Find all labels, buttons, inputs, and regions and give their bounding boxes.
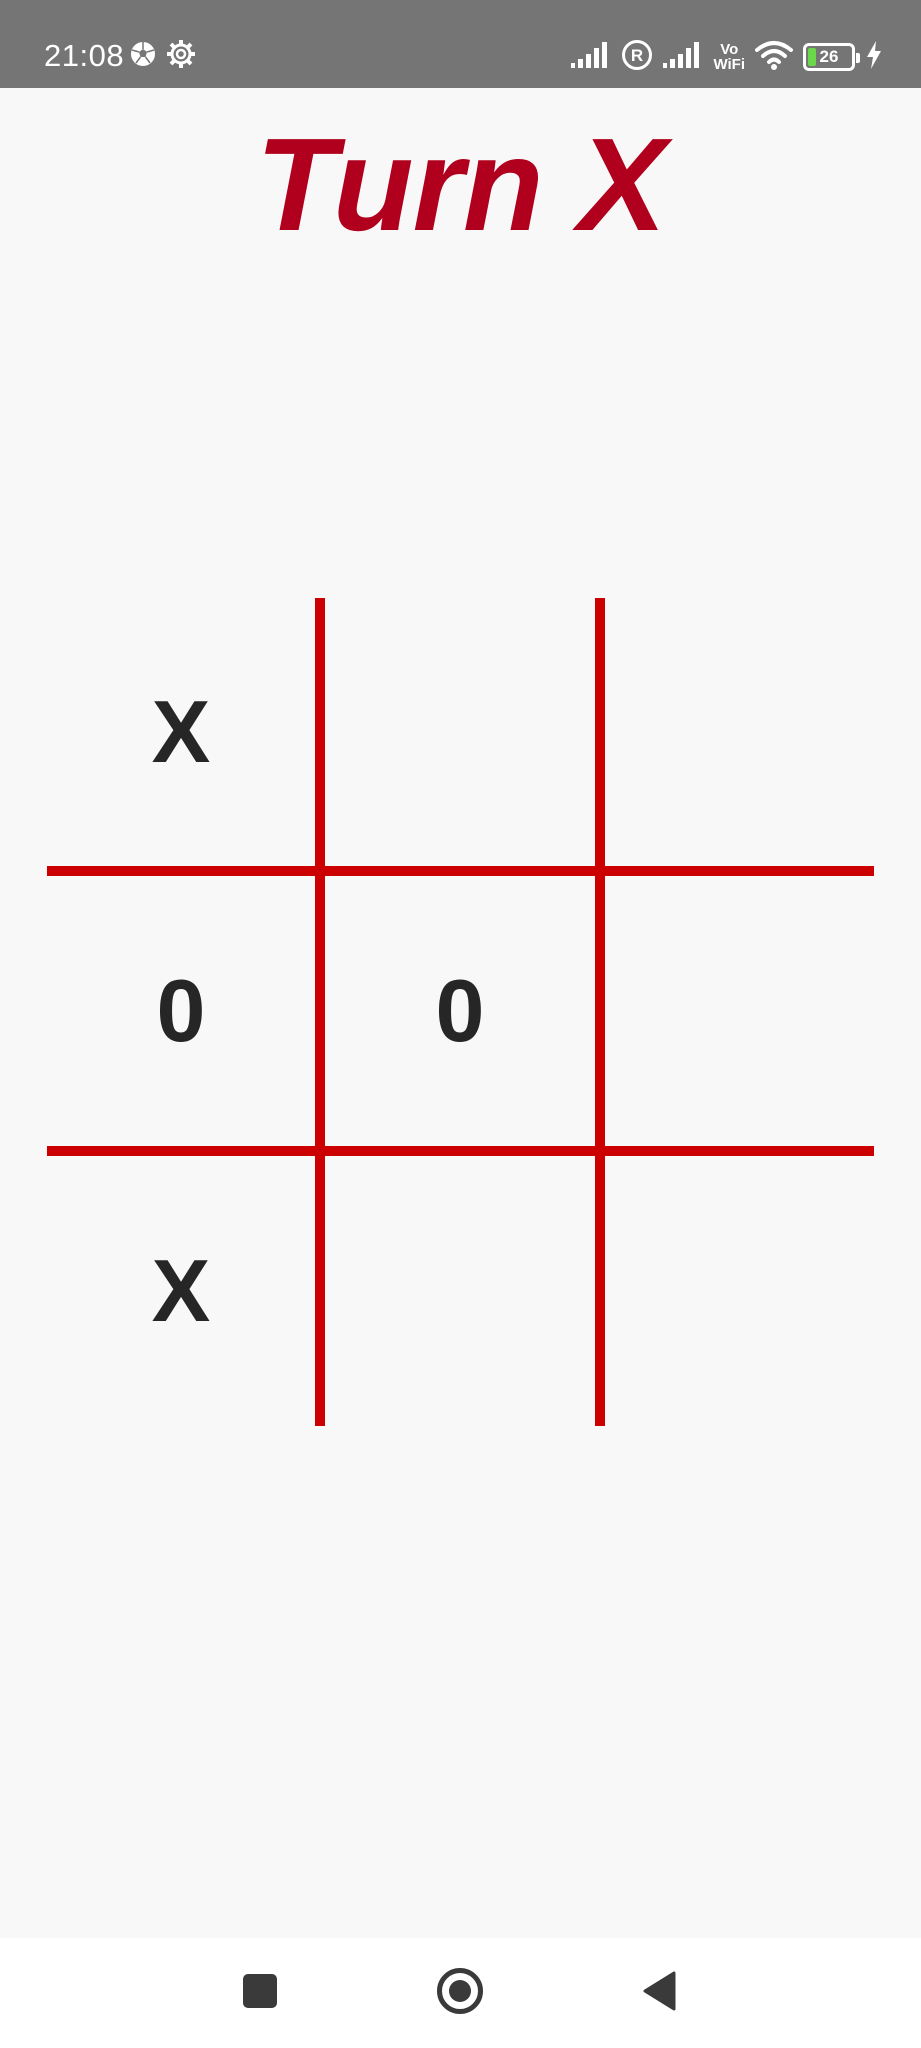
grid-line-horizontal bbox=[47, 1146, 874, 1156]
back-icon bbox=[642, 1971, 678, 2016]
board-cell-r2-c1[interactable]: 0 bbox=[156, 961, 206, 1060]
board-cell-r3-c1[interactable]: X bbox=[151, 1241, 211, 1340]
board-cell-r3-c3[interactable] bbox=[605, 1156, 874, 1426]
signal-icon bbox=[571, 41, 611, 73]
board-cell-r1-c1[interactable]: X bbox=[151, 682, 211, 781]
recent-apps-icon bbox=[242, 1973, 278, 2014]
football-icon bbox=[130, 41, 156, 72]
status-right-icons: R Vo WiFi bbox=[571, 36, 883, 78]
turn-title: Turn X bbox=[255, 111, 667, 258]
board-cell-r1-c3[interactable] bbox=[605, 598, 874, 866]
game-board: X 0 0 X bbox=[47, 598, 874, 1426]
grid-line-horizontal bbox=[47, 866, 874, 876]
status-bar: 21:08 bbox=[0, 0, 921, 88]
settings-gear-icon bbox=[166, 39, 196, 74]
home-button[interactable] bbox=[420, 1958, 500, 2028]
navigation-bar bbox=[0, 1938, 921, 2048]
vowifi-top-label: Vo bbox=[720, 41, 739, 58]
grid-line-vertical bbox=[595, 598, 605, 1426]
charging-icon bbox=[865, 40, 883, 74]
battery-level: 26 bbox=[819, 47, 839, 66]
battery-fill bbox=[808, 48, 816, 66]
svg-text:R: R bbox=[631, 46, 643, 65]
status-time: 21:08 bbox=[44, 38, 125, 73]
signal-icon bbox=[663, 41, 703, 73]
board-cell-r1-c2[interactable] bbox=[325, 598, 595, 866]
board-cell-r2-c3[interactable] bbox=[605, 876, 874, 1146]
board-cell-r2-c2[interactable]: 0 bbox=[435, 961, 485, 1060]
board-cell-r3-c2[interactable] bbox=[325, 1156, 595, 1426]
back-button[interactable] bbox=[620, 1958, 700, 2028]
roaming-icon: R bbox=[621, 39, 653, 76]
status-left-icons bbox=[130, 38, 196, 74]
home-icon bbox=[436, 1967, 484, 2020]
recent-apps-button[interactable] bbox=[220, 1958, 300, 2028]
wifi-icon bbox=[755, 40, 793, 75]
vowifi-bottom-label: WiFi bbox=[713, 56, 745, 73]
battery-tip bbox=[856, 53, 860, 63]
grid-line-vertical bbox=[315, 598, 325, 1426]
battery-icon: 26 bbox=[803, 43, 860, 71]
vowifi-icon: Vo WiFi bbox=[713, 42, 745, 72]
